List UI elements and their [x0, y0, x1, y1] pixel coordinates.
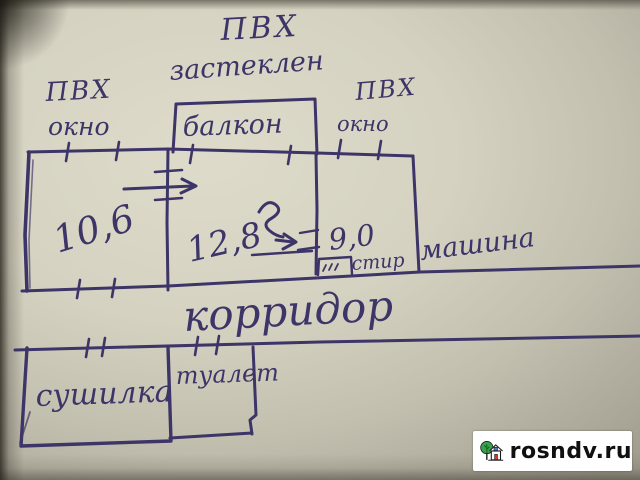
label-glazing-line1: ПВХ: [219, 9, 300, 48]
washing-machine-box: [316, 255, 354, 277]
label-corridor: корридор: [182, 281, 394, 341]
house-icon: [488, 444, 504, 461]
label-toilet: туалет: [175, 358, 279, 390]
label-window-left-line2: окно: [48, 112, 110, 141]
wall-room2-room3: [314, 152, 319, 276]
wall-right: [411, 154, 421, 274]
wall-corridor-top: [20, 264, 640, 293]
wall-drying-room: [19, 345, 173, 448]
wall-top: [26, 147, 415, 158]
washing-machine-hatches: [322, 263, 339, 272]
label-window-right-line2: окно: [337, 112, 389, 136]
wall-balcony: [171, 97, 319, 156]
door-arrowhead-room2-room3: [281, 232, 298, 251]
door-arrow-room2-room3: [274, 238, 295, 244]
door-arrow-room1-room2: [122, 184, 195, 191]
door-marks-room1-room2: [153, 168, 184, 202]
watermark-logo: [480, 441, 504, 461]
wall-room1-room2: [165, 147, 170, 292]
label-window-left-line1: ПВХ: [44, 75, 113, 108]
label-washer-line2: машина: [418, 222, 536, 267]
tick-marks-top-wall: [64, 138, 383, 166]
door-arrowhead-room1-room2: [179, 177, 198, 195]
door-squiggle-room2-room3: [257, 201, 285, 239]
label-window-right-line1: ПВХ: [353, 73, 418, 106]
watermark-badge: rosndv.ru: [473, 431, 632, 471]
wall-left-overstroke: [28, 159, 34, 289]
label-glazing-line2: застеклен: [168, 45, 324, 87]
label-room-right-area: 9,0: [327, 218, 377, 257]
wall-corridor-bottom: [13, 334, 640, 352]
label-room-middle-area: 12,8: [183, 215, 266, 271]
wall-toilet: [168, 345, 258, 440]
tick-marks-corridor-bottom: [84, 334, 221, 359]
wall-drying-overstroke: [19, 411, 31, 444]
wall-left: [23, 150, 31, 293]
label-drying-room: сушилка: [35, 374, 173, 414]
tick-marks-room-bottom: [75, 277, 117, 300]
label-balcony: балкон: [182, 109, 283, 143]
label-washer-line1: стир: [351, 249, 405, 275]
door-marks-room2-room3: [250, 228, 321, 257]
label-room-left-area: 10,6: [48, 196, 139, 261]
watermark-text: rosndv.ru: [509, 438, 632, 464]
